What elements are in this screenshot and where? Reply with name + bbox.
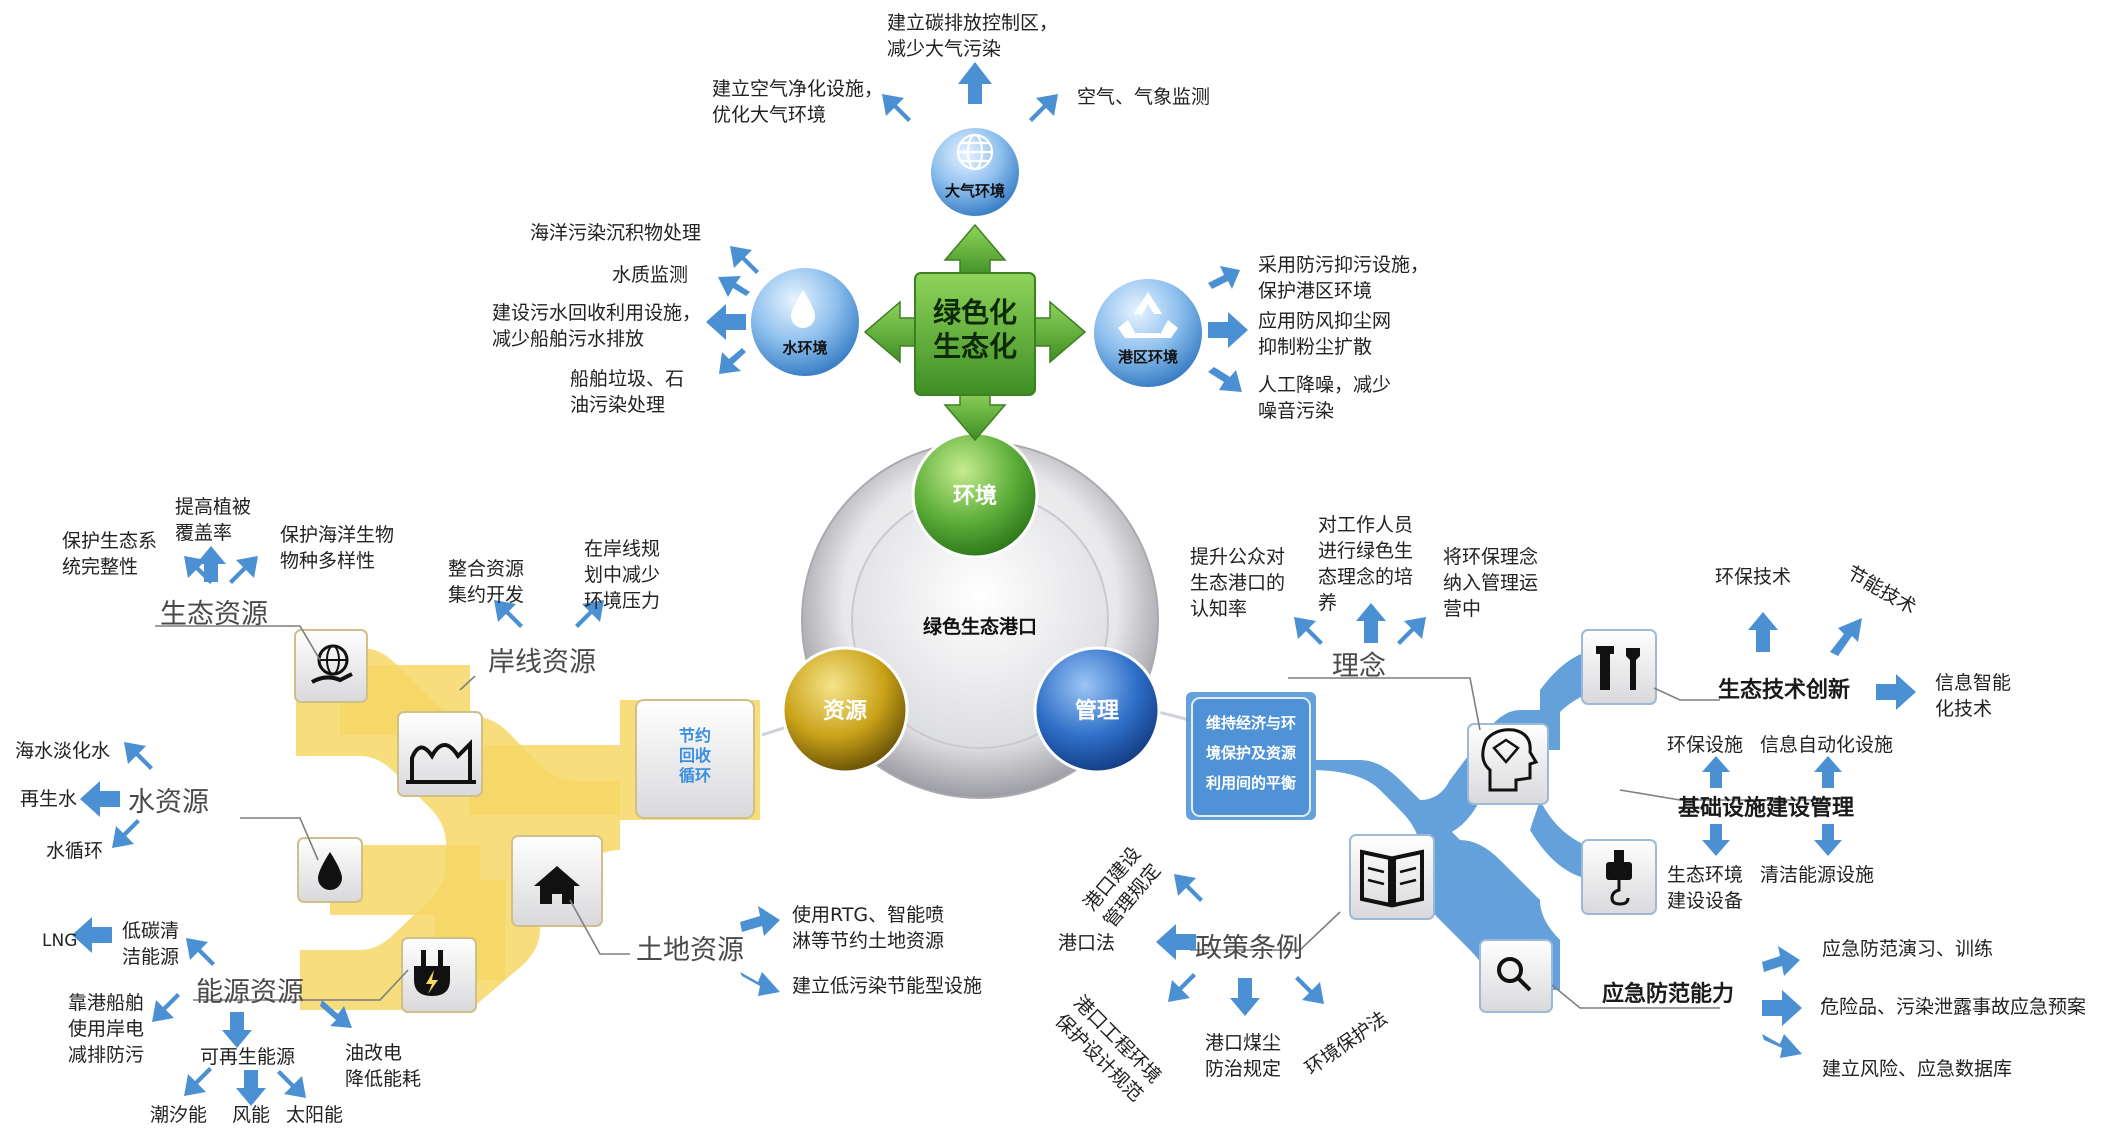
energy-heading: 能源资源 bbox=[196, 977, 304, 1008]
infra-heading: 基础设施建设管理 bbox=[1678, 796, 1855, 821]
air-label: 大气环境 bbox=[944, 182, 1005, 200]
shore-heading: 岸线资源 bbox=[488, 647, 596, 678]
center-title: 绿色生态港口 bbox=[922, 616, 1037, 638]
eco-heading: 生态资源 bbox=[160, 599, 268, 630]
tech-heading: 生态技术创新 bbox=[1718, 678, 1851, 703]
water-res-item-1: 海水淡化水 bbox=[15, 740, 111, 762]
emergency-item-2: 危险品、污染泄露事故应急预案 bbox=[1820, 996, 2087, 1018]
policy-item-4: 港口煤尘 防治规定 bbox=[1205, 1032, 1282, 1080]
infra-item-1: 环保设施 bbox=[1667, 734, 1744, 756]
energy-item-lng: LNG bbox=[42, 931, 78, 951]
head-gear-icon bbox=[1481, 728, 1539, 792]
house-icon bbox=[534, 866, 580, 904]
env-arrows bbox=[706, 62, 1248, 392]
shore-item-1: 整合资源 集约开发 bbox=[448, 558, 525, 606]
magnifier-icon bbox=[1497, 957, 1532, 992]
concept-item-1: 提升公众对 生态港口的 认知率 bbox=[1190, 546, 1286, 620]
port-item-2: 应用防风抑尘网 抑制粉尘扩散 bbox=[1258, 310, 1392, 358]
green-hub-label: 绿色化 生态化 bbox=[932, 296, 1017, 363]
eco-item-1: 保护生态系 统完整性 bbox=[62, 530, 158, 578]
concept-heading: 理念 bbox=[1332, 651, 1386, 682]
land-item-1: 使用RTG、智能喷 淋等节约土地资源 bbox=[792, 904, 945, 952]
air-item-top: 建立碳排放控制区， 减少大气污染 bbox=[887, 12, 1059, 60]
emergency-item-3: 建立风险、应急数据库 bbox=[1822, 1058, 2013, 1080]
eco-item-2: 提高植被 覆盖率 bbox=[175, 496, 252, 544]
water-res-heading: 水资源 bbox=[128, 787, 209, 818]
drop-icon bbox=[318, 852, 342, 890]
management-center-box: 维持经济与环 境保护及资源 利用间的平衡 bbox=[1205, 714, 1296, 792]
energy-item-shorepower: 靠港船舶 使用岸电 减排防污 bbox=[68, 992, 145, 1066]
energy-item-lowcarbon: 低碳清 洁能源 bbox=[122, 920, 180, 968]
globe-icon bbox=[956, 133, 994, 171]
tech-item-3: 信息智能 化技术 bbox=[1935, 672, 2012, 720]
energy-item-wind: 风能 bbox=[232, 1104, 271, 1126]
air-circle bbox=[929, 126, 1021, 218]
water-item-3: 建设污水回收利用设施， 减少船舶污水排放 bbox=[492, 302, 702, 350]
air-item-left: 建立空气净化设施， 优化大气环境 bbox=[712, 78, 884, 126]
land-heading: 土地资源 bbox=[636, 935, 744, 966]
hand-globe-icon bbox=[311, 644, 353, 684]
policy-heading: 政策条例 bbox=[1195, 933, 1303, 964]
water-item-2: 水质监测 bbox=[612, 264, 689, 286]
resource-lines bbox=[155, 625, 630, 1001]
air-item-right: 空气、气象监测 bbox=[1077, 86, 1211, 108]
infra-item-2: 信息自动化设施 bbox=[1760, 734, 1894, 756]
water-res-item-2: 再生水 bbox=[20, 788, 78, 810]
concept-item-3: 将环保理念 纳入管理运 营中 bbox=[1443, 546, 1539, 620]
infra-item-4: 清洁能源设施 bbox=[1760, 864, 1875, 886]
policy-item-2: 港口法 bbox=[1058, 932, 1116, 954]
resource-label: 资源 bbox=[822, 699, 867, 724]
energy-item-renewable: 可再生能源 bbox=[200, 1046, 296, 1068]
concept-item-2: 对工作人员 进行绿色生 态理念的培 养 bbox=[1318, 514, 1414, 614]
management-label: 管理 bbox=[1074, 699, 1119, 724]
water-item-1: 海洋污染沉积物处理 bbox=[530, 222, 702, 244]
management-arrows bbox=[1156, 603, 1916, 1058]
management-lines bbox=[1190, 677, 1830, 1009]
port-label: 港区环境 bbox=[1117, 348, 1178, 366]
plug-icon bbox=[414, 950, 450, 996]
resource-circle bbox=[781, 646, 909, 774]
resource-center-box: 节约 回收 循环 bbox=[678, 726, 711, 785]
emergency-heading: 应急防范能力 bbox=[1602, 982, 1735, 1007]
energy-item-solar: 太阳能 bbox=[286, 1104, 344, 1126]
emergency-item-1: 应急防范演习、训练 bbox=[1822, 938, 1994, 960]
energy-item-tidal: 潮汐能 bbox=[150, 1104, 208, 1126]
port-item-3: 人工降噪，减少 噪音污染 bbox=[1258, 374, 1392, 422]
recycle-icon bbox=[1118, 292, 1178, 338]
crane-hook-icon bbox=[1606, 850, 1632, 906]
landscape-icon bbox=[406, 739, 476, 784]
land-item-2: 建立低污染节能型设施 bbox=[792, 975, 983, 997]
tech-item-1: 环保技术 bbox=[1715, 566, 1792, 588]
green-hub bbox=[863, 223, 1087, 442]
env-label: 环境 bbox=[952, 484, 997, 509]
book-icon bbox=[1360, 849, 1424, 908]
water-item-4: 船舶垃圾、石 油污染处理 bbox=[570, 368, 685, 416]
port-item-1: 采用防污抑污设施， 保护港区环境 bbox=[1258, 254, 1430, 302]
water-label: 水环境 bbox=[782, 339, 828, 357]
resource-arrows bbox=[72, 546, 780, 1106]
eco-item-3: 保护海洋生物 物种多样性 bbox=[280, 524, 395, 572]
tools-icon bbox=[1596, 646, 1640, 690]
infra-item-3: 生态环境 建设设备 bbox=[1667, 864, 1744, 912]
water-res-item-3: 水循环 bbox=[46, 840, 104, 862]
water-drop-icon bbox=[791, 290, 815, 328]
management-circle bbox=[1033, 646, 1161, 774]
shore-item-2: 在岸线规 划中减少 环境压力 bbox=[584, 538, 661, 612]
energy-item-oil2elec: 油改电 降低能耗 bbox=[345, 1042, 422, 1090]
